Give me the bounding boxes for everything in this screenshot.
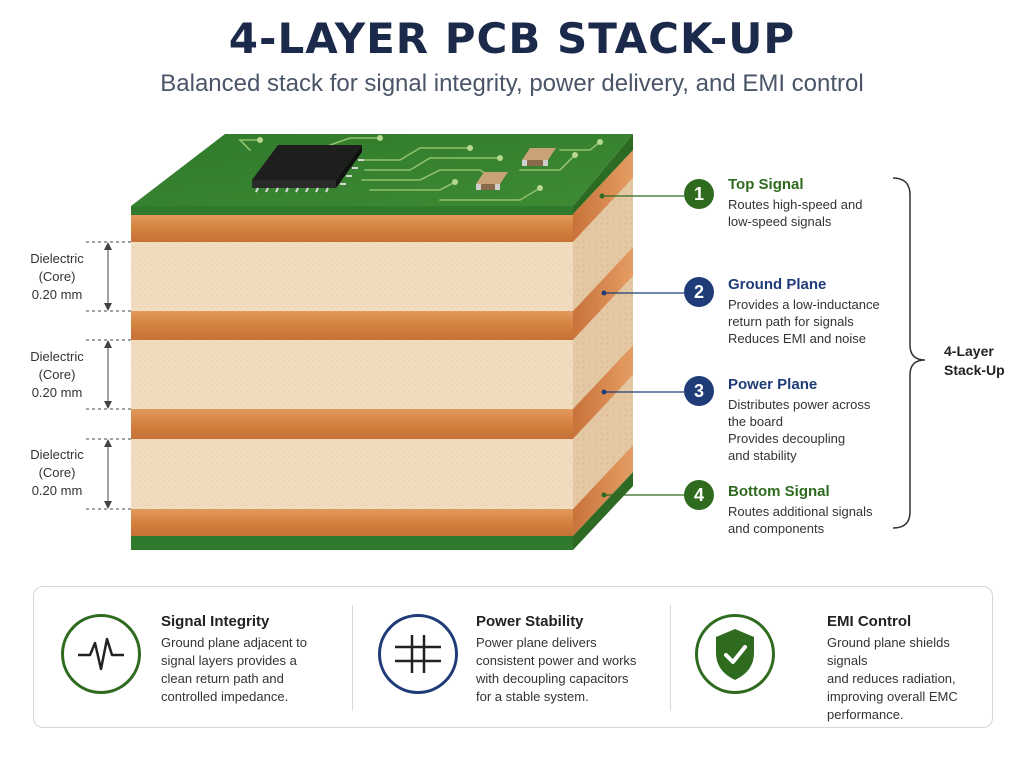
layer-2-description: Provides a low-inductance return path fo…: [728, 297, 880, 346]
shield-check-icon: [695, 614, 775, 694]
layer-4-label: Bottom Signal Routes additional signals …: [728, 483, 913, 537]
leader-lines: [599, 193, 684, 498]
side-dielectric-1: [573, 178, 633, 311]
top-traces: [238, 137, 601, 201]
layer-1-label: Top Signal Routes high-speed and low-spe…: [728, 176, 913, 230]
layer-4-name: Bottom Signal: [728, 483, 830, 500]
waveform-icon: [61, 614, 141, 694]
feature-2-title: Power Stability: [476, 613, 584, 630]
layer-1-description: Routes high-speed and low-speed signals: [728, 197, 863, 229]
feature-2-description: Power plane delivers consistent power an…: [476, 635, 637, 704]
feature-signal-integrity: Signal Integrity Ground plane adjacent t…: [34, 587, 352, 727]
layer-4-description: Routes additional signals and components: [728, 504, 873, 536]
capacitor-icon: [378, 614, 458, 694]
feature-1-title: Signal Integrity: [161, 613, 270, 630]
dielectric-label-3: Dielectric (Core) 0.20 mm: [30, 447, 84, 498]
dielectric-label-1: Dielectric (Core) 0.20 mm: [30, 251, 84, 302]
feature-power-stability: Power Stability Power plane delivers con…: [353, 587, 671, 727]
front-bottom-copper: [131, 509, 573, 536]
front-top-copper: [131, 215, 573, 242]
side-dielectric-2: [573, 276, 633, 409]
layer-3-badge: 3: [684, 376, 714, 406]
layer-1-badge: 1: [684, 179, 714, 209]
feature-3-description: Ground plane shields signals and reduces…: [827, 635, 958, 722]
feature-divider-1: [352, 605, 353, 711]
layer-3-label: Power Plane Distributes power across the…: [728, 376, 913, 464]
layer-2-label: Ground Plane Provides a low-inductance r…: [728, 276, 913, 347]
layer-2-name: Ground Plane: [728, 276, 827, 293]
side-bottom-mask: [573, 472, 633, 550]
smd-capacitor-2: [522, 148, 556, 166]
layer-3-name: Power Plane: [728, 376, 818, 393]
dimension-markers: [86, 241, 131, 510]
front-power-copper: [131, 409, 573, 439]
front-ground-copper: [131, 311, 573, 340]
layer-3-description: Distributes power across the board Provi…: [728, 397, 871, 463]
pcb-stack-diagram: [86, 134, 926, 550]
front-dielectric-1: [131, 242, 573, 311]
features-panel: Signal Integrity Ground plane adjacent t…: [33, 586, 993, 728]
layer-4-badge: 4: [684, 480, 714, 510]
page-subtitle: Balanced stack for signal integrity, pow…: [160, 70, 864, 97]
side-bottom-copper: [573, 445, 633, 536]
stack-side-faces: [573, 150, 633, 550]
layer-1-name: Top Signal: [728, 176, 804, 193]
top-board-edge: [573, 134, 633, 214]
smd-capacitor-1: [476, 172, 508, 190]
ic-chip: [252, 145, 364, 193]
front-dielectric-3: [131, 439, 573, 509]
front-top-mask: [131, 206, 573, 215]
front-dielectric-2: [131, 340, 573, 409]
feature-3-title: EMI Control: [827, 613, 912, 630]
front-bottom-mask: [131, 536, 573, 550]
feature-divider-2: [670, 605, 671, 711]
stack-front-faces: [131, 206, 573, 550]
stack-summary-label: 4-Layer Stack-Up: [944, 343, 1005, 378]
layer-2-badge: 2: [684, 277, 714, 307]
side-dielectric-3: [573, 375, 633, 509]
page-title: 4-LAYER PCB STACK-UP: [228, 14, 796, 63]
feature-1-description: Ground plane adjacent to signal layers p…: [161, 635, 307, 704]
feature-emi-control: EMI Control Ground plane shields signals…: [671, 587, 991, 727]
stack-brace: [892, 177, 926, 529]
dielectric-label-2: Dielectric (Core) 0.20 mm: [30, 349, 84, 400]
